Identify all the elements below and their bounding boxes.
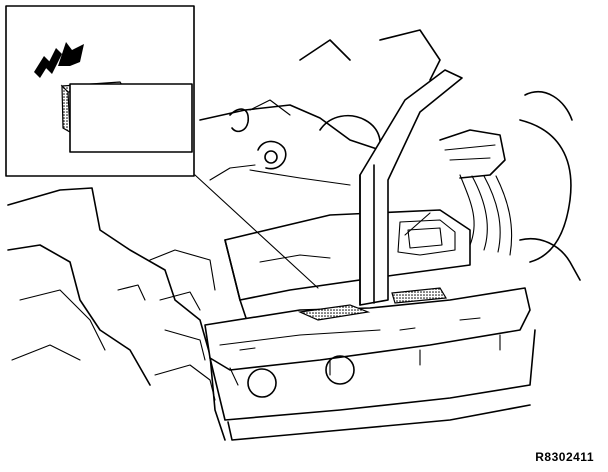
vehicle-body-structure [7, 29, 441, 441]
relay-tops [297, 287, 448, 321]
wiring-harness [439, 91, 581, 281]
inset-detail [5, 5, 195, 177]
dashboard-panel [199, 104, 381, 186]
relay-box-front [204, 287, 536, 441]
support-bracket [359, 69, 463, 306]
relay-left [297, 304, 371, 321]
direction-arrow-icon [34, 42, 84, 78]
figure-reference-code: R8302411 [535, 450, 594, 464]
relay-right [391, 287, 448, 304]
leader-line [194, 174, 319, 289]
